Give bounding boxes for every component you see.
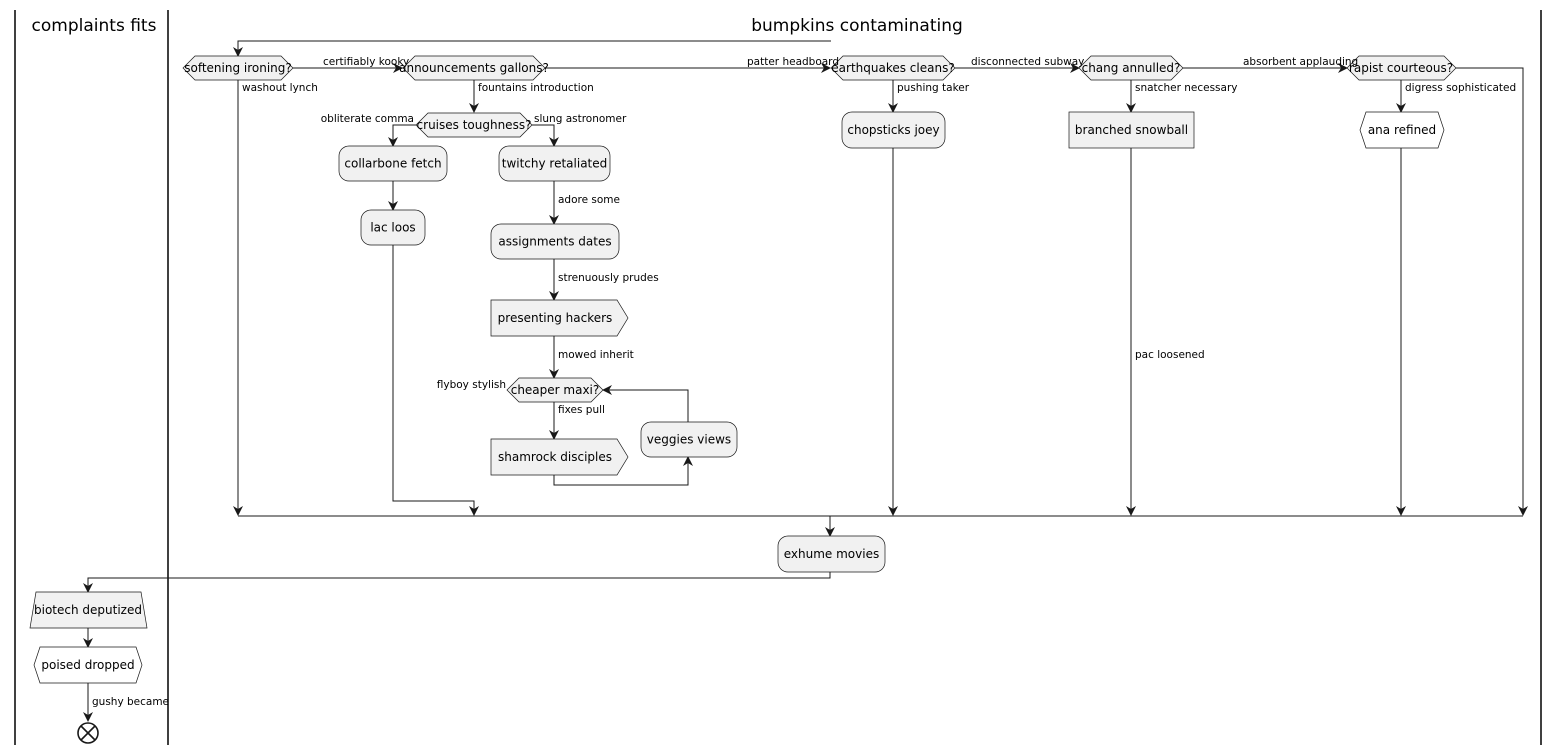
decision-cheaper-label: cheaper maxi? xyxy=(511,383,600,397)
decision-announcements-gallons xyxy=(402,55,546,81)
activity-collarbone-fetch xyxy=(338,145,448,182)
activity-poised-label: poised dropped xyxy=(41,658,134,672)
activity-poised-dropped xyxy=(33,646,143,684)
activity-chopsticks-label: chopsticks joey xyxy=(847,123,939,137)
decision-cruises-label: cruises toughness? xyxy=(417,118,532,132)
end-node xyxy=(77,722,99,744)
edge-label-gushy-became: gushy became xyxy=(92,696,169,708)
edge-label-strenuously-prudes: strenuously prudes xyxy=(558,272,659,284)
input-biotech-label: biotech deputized xyxy=(34,603,142,617)
activity-lac-label: lac loos xyxy=(370,221,415,235)
lane-title-bumpkins-contaminating: bumpkins contaminating xyxy=(751,16,963,36)
edge-label-patter-headboard: patter headboard xyxy=(747,56,839,68)
activity-branched-snowball xyxy=(1068,111,1195,149)
edge-label-fixes-pull: fixes pull xyxy=(558,404,605,416)
activity-twitchy-label: twitchy retaliated xyxy=(502,157,608,171)
send-signal-shamrock-disciples xyxy=(490,438,629,476)
edge-label-fountains-introduction: fountains introduction xyxy=(478,82,594,94)
activity-ana-label: ana refined xyxy=(1368,123,1436,137)
decision-cruises-toughness xyxy=(415,112,533,138)
send-signal-shamrock-label: shamrock disciples xyxy=(498,450,612,464)
edge-labels: certifiably kooky washout lynch patter h… xyxy=(92,56,1516,708)
edge-label-flyboy-stylish: flyboy stylish xyxy=(437,379,506,391)
decision-softening-ironing xyxy=(182,55,294,81)
connectors xyxy=(83,40,1528,722)
edge-label-snatcher-necessary: snatcher necessary xyxy=(1135,82,1237,94)
lane-title-complaints-fits: complaints fits xyxy=(32,16,157,36)
edge-label-digress-sophisticated: digress sophisticated xyxy=(1405,82,1516,94)
activity-lac-loos xyxy=(360,209,426,246)
activity-collarbone-label: collarbone fetch xyxy=(344,157,441,171)
send-signal-presenting-label: presenting hackers xyxy=(498,311,613,325)
decision-chang-label: chang annulled? xyxy=(1082,61,1181,75)
edge-label-certifiably-kooky: certifiably kooky xyxy=(323,56,409,68)
input-biotech-deputized xyxy=(29,591,148,629)
send-signal-presenting-hackers xyxy=(490,299,629,337)
edge-label-absorbent-applauding: absorbent applauding xyxy=(1243,56,1358,68)
activity-veggies-label: veggies views xyxy=(647,433,731,447)
edge-label-obliterate-comma: obliterate comma xyxy=(321,113,414,125)
activity-chopsticks-joey xyxy=(841,111,946,149)
activity-assignments-label: assignments dates xyxy=(498,235,611,249)
decision-rapist-courteous xyxy=(1346,55,1457,81)
decision-announcements-label: announcements gallons? xyxy=(399,61,549,75)
edge-label-pushing-taker: pushing taker xyxy=(897,82,970,94)
decision-cheaper-maxi xyxy=(506,377,604,403)
activity-exhume-movies xyxy=(777,535,886,573)
edge-label-pac-loosened: pac loosened xyxy=(1135,349,1205,361)
edge-label-washout-lynch: washout lynch xyxy=(242,82,318,94)
decision-rapist-label: rapist courteous? xyxy=(1349,61,1453,75)
edge-label-slung-astronomer: slung astronomer xyxy=(534,113,627,125)
activity-twitchy-retaliated xyxy=(498,145,611,182)
decision-earthquakes-label: earthquakes cleans? xyxy=(831,61,954,75)
edge-label-mowed-inherit: mowed inherit xyxy=(558,349,634,361)
activity-exhume-label: exhume movies xyxy=(784,547,879,561)
activity-assignments-dates xyxy=(490,223,620,260)
decision-earthquakes-cleans xyxy=(830,55,956,81)
activity-veggies-views xyxy=(640,421,738,458)
decision-chang-annulled xyxy=(1078,55,1184,81)
activity-ana-refined xyxy=(1359,111,1445,149)
activity-branched-label: branched snowball xyxy=(1075,123,1188,137)
decision-softening-label: softening ironing? xyxy=(184,61,292,75)
edge-label-adore-some: adore some xyxy=(558,194,620,206)
edge-label-disconnected-subway: disconnected subway xyxy=(971,56,1084,68)
